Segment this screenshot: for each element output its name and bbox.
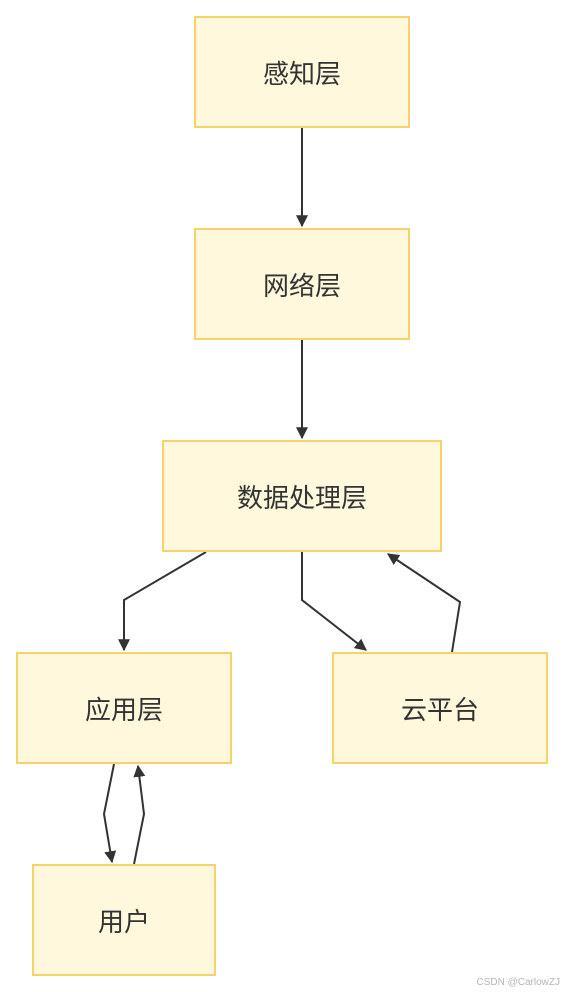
watermark-text: CSDN @CarlowZJ (476, 977, 561, 988)
edge-user-to-application (133, 764, 146, 865)
edge-processing-to-cloud (301, 552, 367, 651)
node-label: 用户 (97, 907, 150, 938)
node-label: 云平台 (400, 695, 479, 726)
edge-processing-to-application (118, 551, 207, 652)
node-data-processing-layer: 数据处理层 (162, 440, 442, 552)
node-application-layer: 应用层 (16, 652, 232, 764)
node-perception-layer: 感知层 (194, 16, 410, 128)
edge-application-to-user (102, 763, 117, 864)
node-user: 用户 (32, 864, 216, 976)
edge-cloud-to-processing (387, 553, 462, 653)
node-label: 感知层 (262, 59, 341, 90)
node-label: 应用层 (84, 695, 163, 726)
node-label: 网络层 (262, 271, 341, 302)
node-cloud-platform: 云平台 (332, 652, 548, 764)
node-label: 数据处理层 (236, 483, 367, 514)
node-network-layer: 网络层 (194, 228, 410, 340)
